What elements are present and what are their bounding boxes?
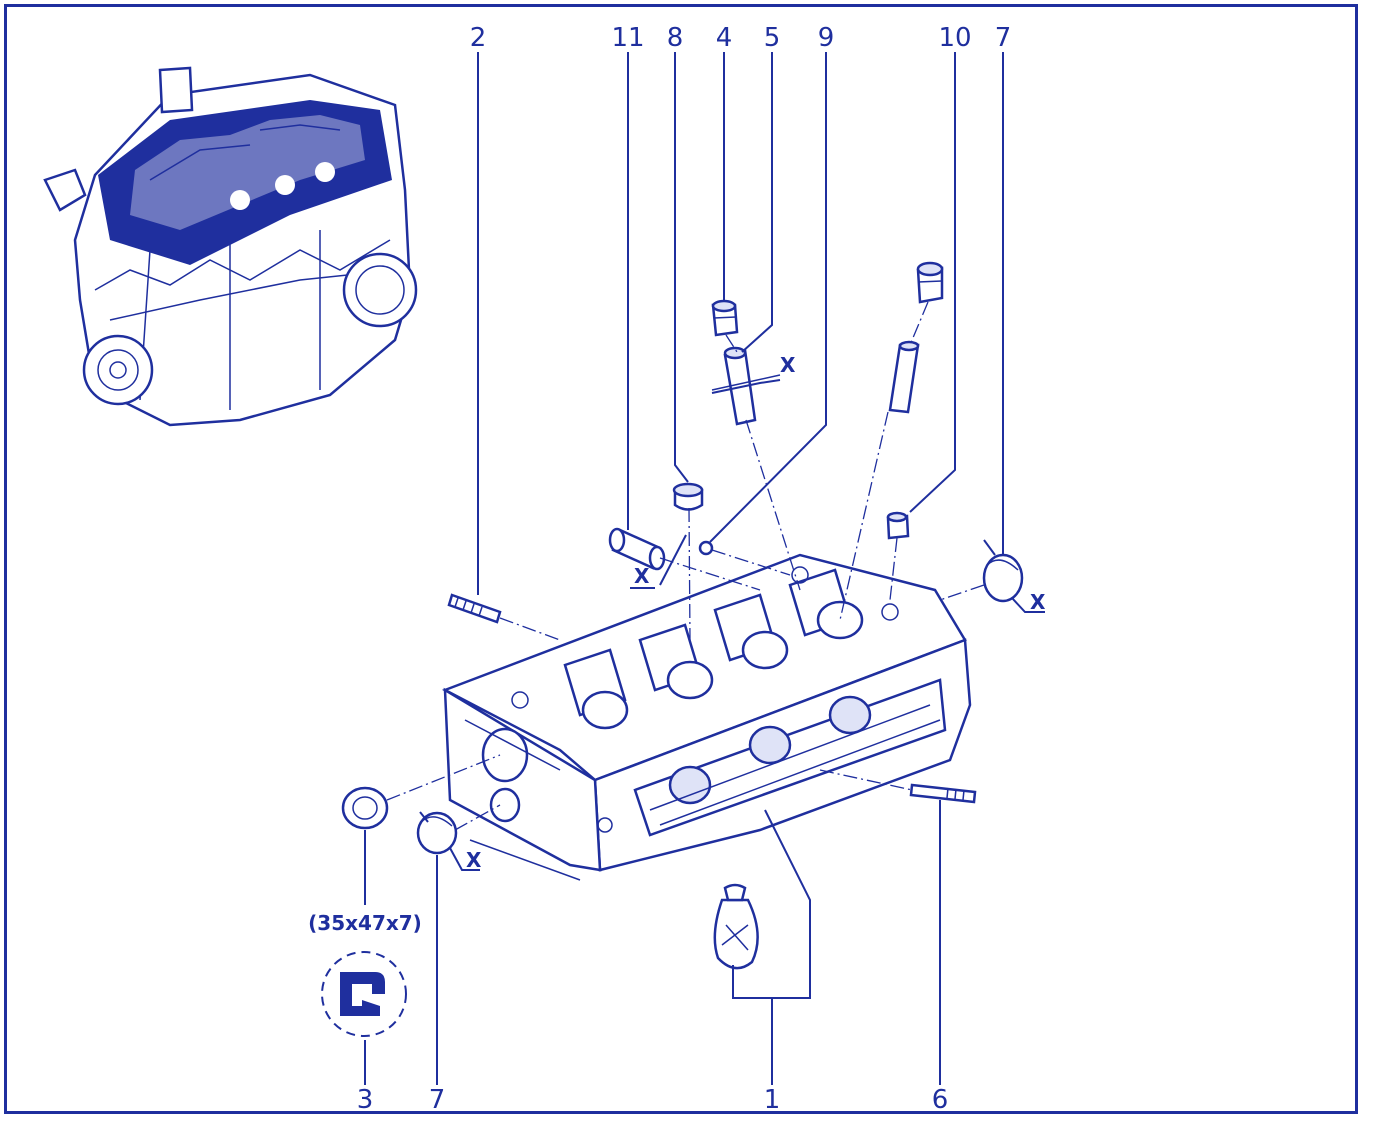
part-3-oil-seal (341, 786, 389, 830)
part-7-plug-left (416, 811, 458, 855)
callout-4: 4 (716, 23, 733, 53)
cam-towers (563, 568, 864, 730)
part-7-plug-right (982, 553, 1024, 603)
assembly-axes (386, 301, 985, 831)
cylinder-head (441, 553, 972, 881)
seal-profile-detail (321, 951, 407, 1037)
callout-6: 6 (932, 1085, 949, 1115)
callout-5: 5 (764, 23, 781, 53)
engine-overview-illustration (43, 66, 418, 427)
callout-7-bottom: 7 (429, 1085, 446, 1115)
callout-9: 9 (818, 23, 835, 53)
right-valve-guide (888, 340, 920, 414)
part-9-plug (698, 540, 714, 556)
x-mark-7-left: X (466, 848, 482, 872)
callout-8: 8 (667, 23, 684, 53)
callout-labels: 2 11 8 4 5 9 10 7 3 7 1 6 (357, 23, 1012, 1115)
callout-1: 1 (764, 1085, 781, 1115)
part-6-stud (909, 783, 977, 804)
x-mark-7-right: X (1030, 590, 1046, 614)
x-mark-11: X (634, 564, 650, 588)
x-mark-ticks (419, 379, 1045, 871)
part-4-seal (711, 299, 739, 337)
right-valve-seal (916, 261, 944, 304)
part-8-cup (672, 482, 704, 511)
part-11-guide (608, 527, 666, 571)
part-1-gasket-bag (713, 883, 759, 970)
callout-7-top: 7 (995, 23, 1012, 53)
x-mark-labels: X X X X (466, 353, 1046, 872)
callout-10: 10 (938, 23, 971, 53)
seal-dimension-label: (35x47x7) (308, 911, 422, 935)
callout-2: 2 (470, 23, 487, 53)
x-mark-5: X (780, 353, 796, 377)
callout-3: 3 (357, 1085, 374, 1115)
leader-lines (364, 52, 1004, 1085)
part-2-stud (447, 593, 502, 624)
part-10-sleeve (886, 511, 910, 540)
callout-11: 11 (611, 23, 644, 53)
